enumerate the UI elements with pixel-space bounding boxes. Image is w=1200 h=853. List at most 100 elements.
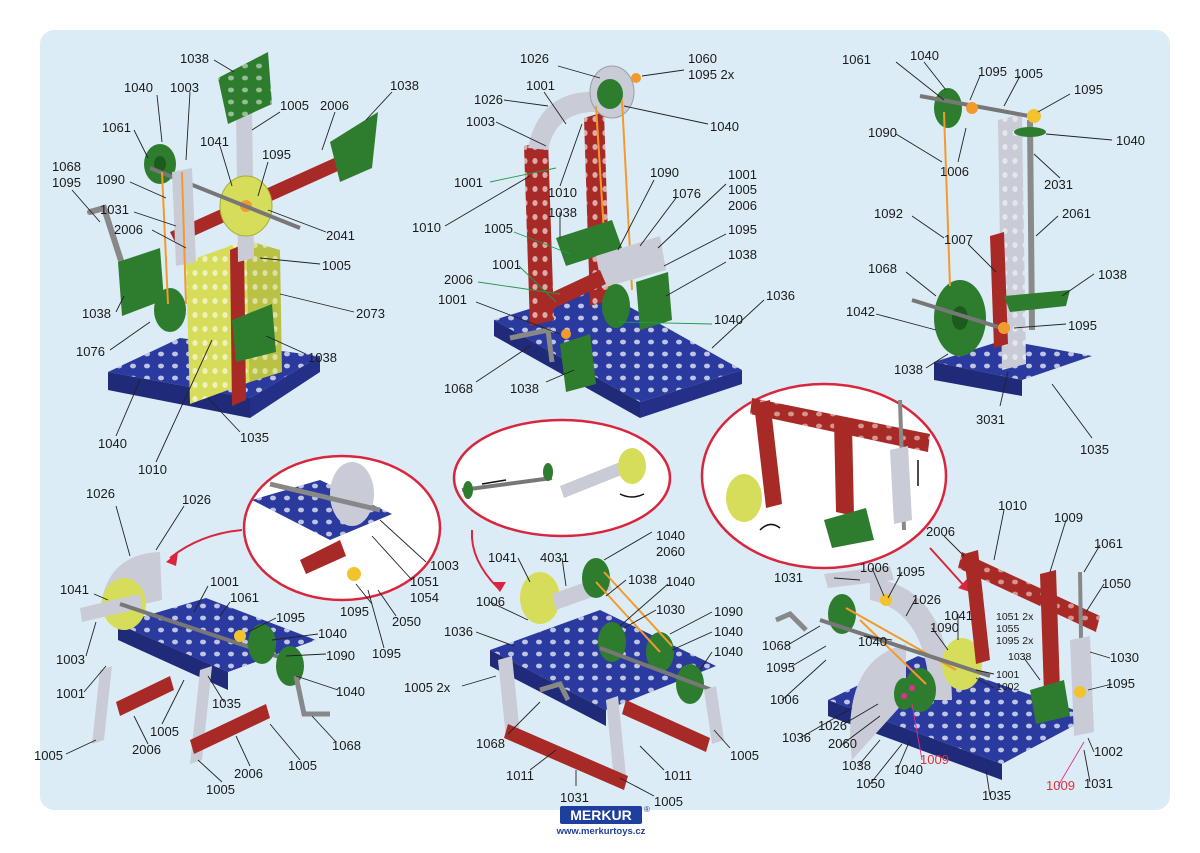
part-label: 1068: [476, 736, 505, 751]
part-label: 2061: [1062, 206, 1091, 221]
part-label: 1005: [150, 724, 179, 739]
part-label: 1061: [102, 120, 131, 135]
part-label: 1076: [76, 344, 105, 359]
part-label: 1051: [410, 574, 439, 589]
part-label: 1001: [492, 257, 521, 272]
part-label: 2073: [356, 306, 385, 321]
part-label: 1095: [1074, 82, 1103, 97]
part-label: 1011: [506, 768, 534, 783]
part-label: 1031: [1084, 776, 1113, 791]
part-label: 1095 2x: [996, 635, 1034, 647]
part-label: 1040: [714, 644, 743, 659]
model-5-sled: [490, 558, 724, 790]
part-label: 1095: [372, 646, 401, 661]
part-label: 2060: [828, 736, 857, 751]
part-label: 1061: [1094, 536, 1123, 551]
part-label: 1038: [510, 381, 539, 396]
model-3-pump: [911, 88, 1092, 396]
part-label: 1026: [912, 592, 941, 607]
part-label: 1005: [34, 748, 63, 763]
part-label: 1095 2x: [688, 67, 735, 82]
part-label: 1003: [430, 558, 459, 573]
part-label: 1068: [868, 261, 897, 276]
part-label: 1005: [728, 182, 757, 197]
part-label: 1001: [728, 167, 757, 182]
part-label: 2041: [326, 228, 355, 243]
part-label: 1035: [1080, 442, 1109, 457]
part-label: 1003: [466, 114, 495, 129]
part-label: 1005: [280, 98, 309, 113]
part-label: 1030: [656, 602, 685, 617]
model-2-press: [494, 65, 742, 418]
part-label: 1095: [896, 564, 925, 579]
logo-text: MERKUR: [570, 807, 631, 823]
part-label: 1036: [766, 288, 795, 303]
part-label: 1038: [1098, 267, 1127, 282]
part-label: 1055: [996, 623, 1020, 635]
part-label: 1031: [560, 790, 589, 805]
part-label: 1009: [1046, 778, 1075, 793]
part-label: 1040: [656, 528, 685, 543]
part-label: 1026: [520, 51, 549, 66]
part-label: 1005: [654, 794, 683, 809]
part-label: 1090: [650, 165, 679, 180]
part-label: 2006: [444, 272, 473, 287]
part-label: 1040: [894, 762, 923, 777]
part-label: 1040: [336, 684, 365, 699]
part-label: 1001: [996, 669, 1020, 681]
part-label: 1095: [1106, 676, 1135, 691]
part-label: 1092: [874, 206, 903, 221]
part-label: 1090: [326, 648, 355, 663]
part-label: 1005 2x: [404, 680, 451, 695]
part-label: 1001: [454, 175, 483, 190]
zoom-detail-1: [166, 454, 442, 602]
part-label: 1005: [484, 221, 513, 236]
part-label: 1038: [628, 572, 657, 587]
part-label: 1038: [842, 758, 871, 773]
part-label: 1040: [98, 436, 127, 451]
part-label: 1010: [412, 220, 441, 235]
part-label: 1090: [714, 604, 743, 619]
part-label: 1040: [666, 574, 695, 589]
part-label: 1038: [1008, 651, 1032, 663]
part-label: 1010: [138, 462, 167, 477]
part-label: 2006: [114, 222, 143, 237]
part-label: 1038: [308, 350, 337, 365]
part-label: 1005: [1014, 66, 1043, 81]
part-label: 4031: [540, 550, 569, 565]
part-label: 2006: [234, 766, 263, 781]
part-label: 1040: [858, 634, 887, 649]
part-label: 1038: [390, 78, 419, 93]
part-label: 1026: [474, 92, 503, 107]
part-label: 1090: [868, 125, 897, 140]
part-label: 1050: [1102, 576, 1131, 591]
part-label: 1009: [920, 752, 949, 767]
part-label: 1001: [210, 574, 239, 589]
part-label: 2031: [1044, 177, 1073, 192]
model-4-walker: [80, 552, 330, 764]
part-label: 1035: [240, 430, 269, 445]
part-label: 1031: [774, 570, 803, 585]
part-label: 1095: [766, 660, 795, 675]
model-6-pump-jack: [775, 550, 1100, 780]
part-label: 1041: [944, 608, 973, 623]
part-label: 1040: [714, 624, 743, 639]
part-label: 1040: [1116, 133, 1145, 148]
part-label: 1031: [100, 202, 129, 217]
part-label: 1050: [856, 776, 885, 791]
part-label: 1011: [664, 768, 692, 783]
part-label: 1061: [230, 590, 259, 605]
part-label: 1061: [842, 52, 871, 67]
part-label: 1036: [444, 624, 473, 639]
logo-url[interactable]: www.merkurtoys.cz: [556, 826, 646, 837]
part-label: 1003: [56, 652, 85, 667]
part-label: 1040: [910, 48, 939, 63]
part-label: 1035: [982, 788, 1011, 803]
part-label: 1010: [548, 185, 577, 200]
part-label: 1005: [322, 258, 351, 273]
zoom-detail-2: [452, 418, 672, 592]
zoom-detail-3: [700, 382, 970, 592]
part-label: 1042: [846, 304, 875, 319]
part-label: 1026: [818, 718, 847, 733]
